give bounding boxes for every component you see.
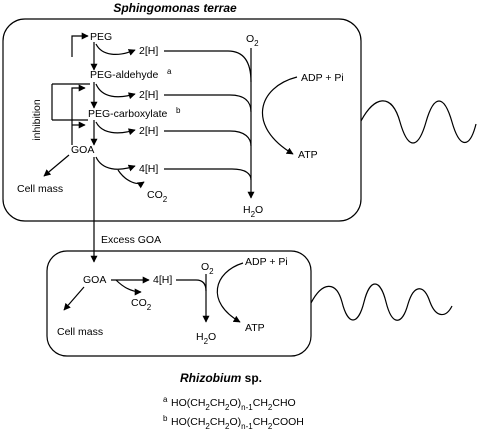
reducing-equivalent-2: 2[H] (139, 89, 158, 101)
sphingomonas-cell (2, 18, 477, 222)
peg-carboxylate-footnote-mark: b (176, 106, 181, 115)
cell-mass-label: Cell mass (17, 183, 63, 195)
rhizobium-pathway-arrows (63, 262, 244, 323)
reducing-equivalent-1: 2[H] (139, 45, 158, 57)
peg-aldehyde-label: PEG-aldehyde (90, 69, 158, 81)
footnote-a-mark: a (163, 395, 168, 404)
peg-aldehyde-footnote-mark: a (167, 67, 172, 76)
rhizobium-atp-label: ATP (245, 322, 265, 334)
electron-transport-lines (164, 48, 255, 199)
rhizobium-flagellum (310, 283, 453, 321)
reducing-equivalent-3: 2[H] (139, 125, 158, 137)
rhizobium-cell-mass-label: Cell mass (57, 326, 103, 338)
adp-pi-label: ADP + Pi (301, 72, 344, 84)
rhizobium-carbon-dioxide-label: CO2 (131, 297, 152, 312)
carbon-dioxide-label: CO2 (147, 189, 168, 204)
peg-carboxylate-label: PEG-carboxylate (88, 108, 168, 120)
atp-label: ATP (298, 149, 318, 161)
inhibition-feedback-lines (51, 32, 90, 145)
oxygen-label: O2 (246, 33, 259, 48)
goa-label: GOA (71, 144, 94, 156)
sphingomonas-title: Sphingomonas terrae (113, 1, 237, 15)
footnote-b-formula: HO(CH2CH2O)n-1CH2COOH (171, 416, 304, 431)
footnote-a-formula: HO(CH2CH2O)n-1CH2CHO (171, 397, 296, 412)
rhizobium-adp-pi-label: ADP + Pi (245, 256, 288, 268)
footnote-b-mark: b (163, 414, 168, 423)
rhizobium-goa-label: GOA (83, 274, 106, 286)
rhizobium-reducing-equivalent: 4[H] (153, 274, 172, 286)
excess-goa-label: Excess GOA (101, 234, 161, 246)
rhizobium-water-label: H2O (196, 331, 216, 346)
peg-label: PEG (90, 31, 112, 43)
rhizobium-cell-outline (46, 250, 312, 357)
rhizobium-title: Rhizobium sp. (180, 371, 262, 385)
water-label: H2O (243, 204, 263, 219)
reducing-equivalent-4: 4[H] (139, 163, 158, 175)
atp-synthesis-arc (262, 76, 298, 155)
peg-oxidation-arrows (90, 42, 136, 146)
rhizobium-cell (46, 250, 453, 357)
goa-fate-arrows (43, 154, 145, 263)
inhibition-label: inhibition (31, 99, 43, 141)
rhizobium-oxygen-label: O2 (201, 261, 214, 276)
sphingomonas-flagellum (360, 100, 477, 144)
